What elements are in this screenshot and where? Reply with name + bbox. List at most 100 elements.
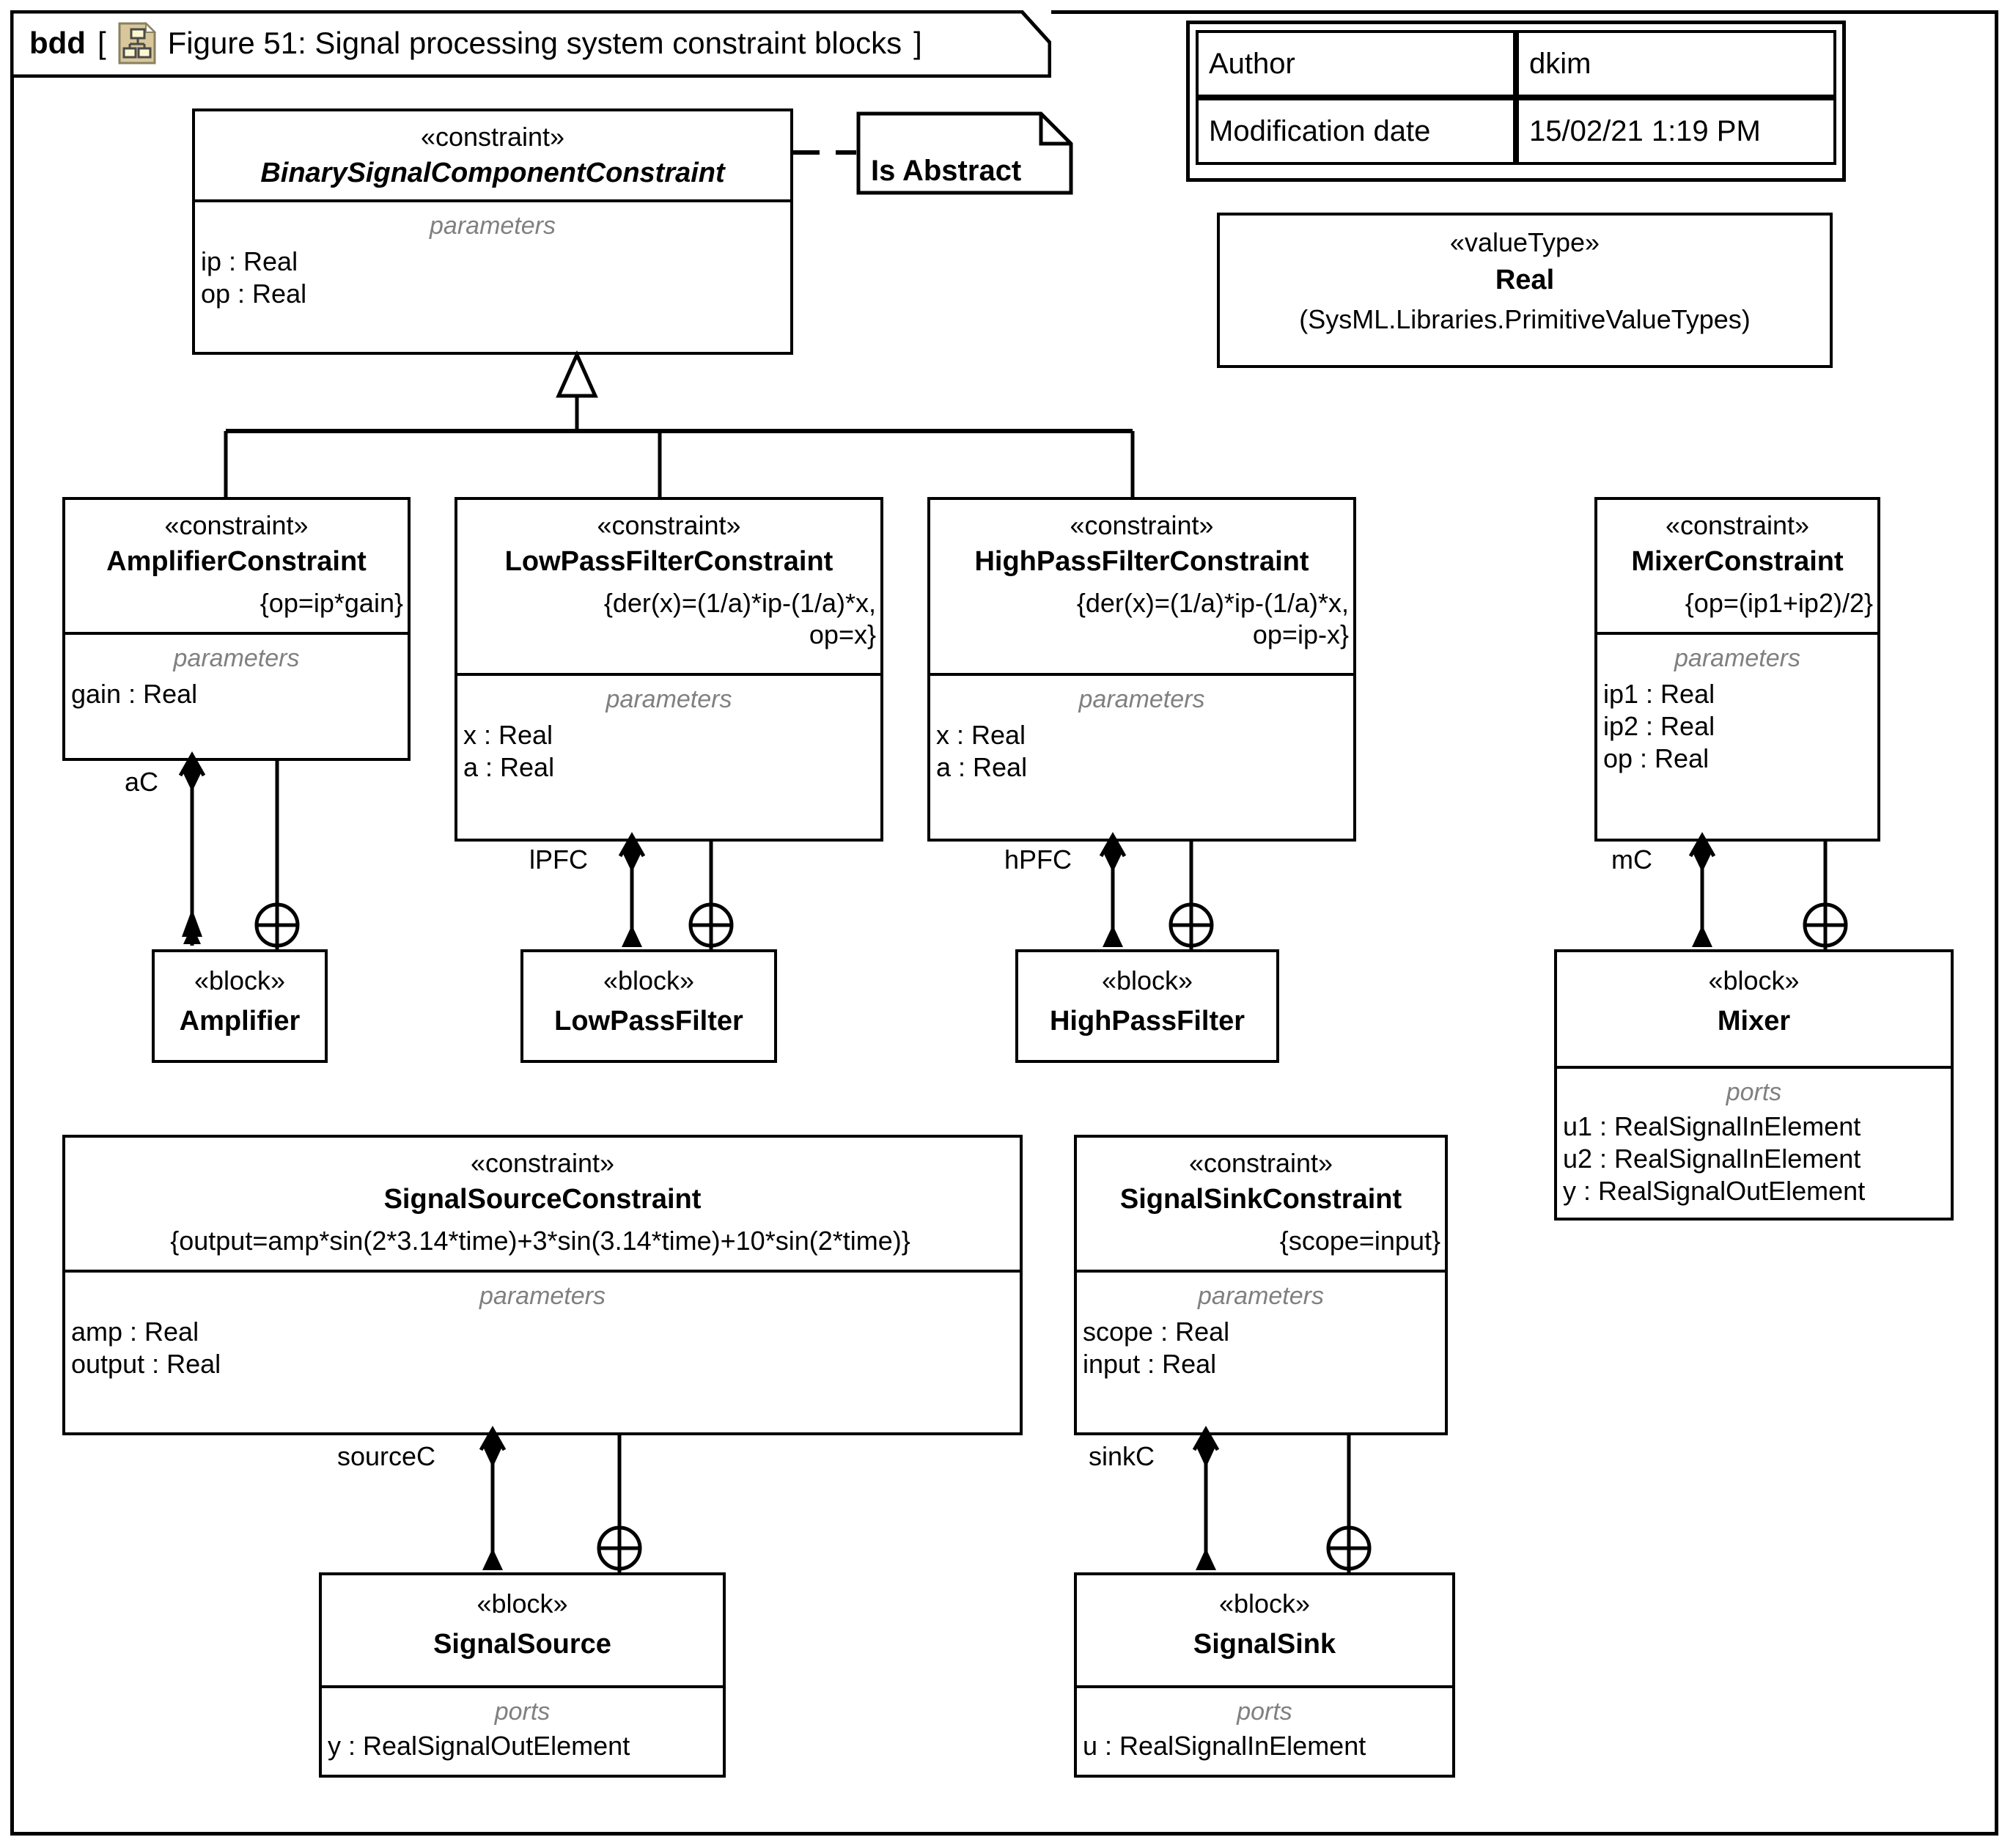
lpf-constraint-name-compartment: «constraint» LowPassFilterConstraint {de… (457, 500, 880, 673)
amplifier-block-box[interactable]: «block» Amplifier (152, 949, 328, 1063)
mixer-block-stereotype: «block» (1708, 965, 1800, 995)
amplifier-constraint-expression: {op=ip*gain} (260, 588, 403, 619)
amplifier-constraint-box[interactable]: «constraint» AmplifierConstraint {op=ip*… (62, 497, 411, 761)
is-abstract-note[interactable]: Is Abstract (856, 111, 1073, 195)
amplifier-constraint-name: AmplifierConstraint (106, 546, 367, 578)
modification-date-label: Modification date (1196, 97, 1516, 165)
port-y: y : RealSignalOutElement (328, 1730, 630, 1761)
edge-label-lPFC: lPFC (529, 844, 588, 875)
feature-scope: scope : Real (1083, 1316, 1230, 1347)
mixer-constraint-name-compartment: «constraint» MixerConstraint {op=(ip1+ip… (1597, 500, 1877, 632)
mixer-constraint-name: MixerConstraint (1631, 546, 1844, 578)
section-label-parameters: parameters (430, 212, 556, 240)
edge-label-sinkC: sinkC (1089, 1441, 1155, 1471)
table-row: Author dkim (1196, 30, 1836, 97)
feature-gain: gain : Real (71, 678, 198, 709)
amplifier-block-stereotype: «block» (194, 965, 286, 995)
high-pass-filter-block-box[interactable]: «block» HighPassFilter (1015, 949, 1279, 1063)
section-label-parameters: parameters (606, 685, 732, 713)
mixer-constraint-stereotype: «constraint» (1665, 510, 1810, 540)
port-u2: u2 : RealSignalInElement (1563, 1143, 1861, 1174)
signal-sink-block-box[interactable]: «block» SignalSink ports u : RealSignalI… (1074, 1572, 1455, 1778)
modification-date-value: 15/02/21 1:19 PM (1516, 97, 1836, 165)
binary-signal-component-constraint-box[interactable]: «constraint» BinarySignalComponentConstr… (192, 108, 793, 355)
amplifier-constraint-stereotype: «constraint» (164, 510, 309, 540)
diagram-kind-label: bdd (29, 26, 86, 60)
diagram-title: Figure 51: Signal processing system cons… (167, 26, 902, 60)
mixer-constraint-expression: {op=(ip1+ip2)/2} (1685, 588, 1873, 619)
signal-source-block-box[interactable]: «block» SignalSource ports y : RealSigna… (319, 1572, 726, 1778)
signal-sink-constraint-box[interactable]: «constraint» SignalSinkConstraint {scope… (1074, 1135, 1448, 1435)
mixer-constraint-parameters-compartment: parameters ip1 : Real ip2 : Real op : Re… (1597, 632, 1877, 842)
binary-constraint-name: BinarySignalComponentConstraint (260, 158, 725, 189)
note-shape (856, 111, 1073, 195)
high-pass-filter-constraint-box[interactable]: «constraint» HighPassFilterConstraint {d… (927, 497, 1356, 842)
sk-block-name: SignalSink (1193, 1629, 1336, 1660)
value-type-name: Real (1495, 265, 1555, 296)
low-pass-filter-constraint-box[interactable]: «constraint» LowPassFilterConstraint {de… (455, 497, 883, 842)
section-label-parameters: parameters (173, 644, 300, 672)
section-label-parameters: parameters (479, 1282, 606, 1310)
section-label-parameters: parameters (1674, 644, 1800, 672)
ss-block-name-compartment: «block» SignalSource (322, 1575, 723, 1685)
mixer-block-box[interactable]: «block» Mixer ports u1 : RealSignalInEle… (1554, 949, 1954, 1221)
feature-op: op : Real (1603, 743, 1710, 773)
section-label-parameters: parameters (1078, 685, 1205, 713)
section-label-ports: ports (1237, 1698, 1292, 1726)
section-label-ports: ports (494, 1698, 551, 1726)
lpf-constraint-name: LowPassFilterConstraint (504, 546, 833, 578)
edge-label-mC: mC (1611, 844, 1652, 875)
feature-x: x : Real (936, 719, 1026, 750)
feature-ip: ip : Real (201, 246, 298, 276)
ssc-expression: {output=amp*sin(2*3.14*time)+3*sin(3.14*… (170, 1226, 910, 1256)
signal-source-constraint-box[interactable]: «constraint» SignalSourceConstraint {out… (62, 1135, 1023, 1435)
ssk-name: SignalSinkConstraint (1119, 1184, 1402, 1215)
header-tab-shape (10, 10, 1051, 78)
mixer-constraint-box[interactable]: «constraint» MixerConstraint {op=(ip1+ip… (1594, 497, 1880, 842)
block-definition-diagram-icon (118, 22, 156, 65)
diagram-header-tab: bdd [ Figure 51: Signal processing syste… (10, 10, 1051, 78)
hpf-constraint-name-compartment: «constraint» HighPassFilterConstraint {d… (930, 500, 1353, 673)
hpf-constraint-expression: {der(x)=(1/a)*ip-(1/a)*x, op=ip-x} (1076, 588, 1349, 650)
mixer-block-name-compartment: «block» Mixer (1557, 952, 1951, 1066)
amplifier-constraint-name-compartment: «constraint» AmplifierConstraint {op=ip*… (65, 500, 408, 632)
value-type-real-box[interactable]: «valueType» Real (SysML.Libraries.Primit… (1217, 213, 1833, 368)
sk-ports-compartment: ports u : RealSignalInElement (1077, 1685, 1452, 1778)
low-pass-filter-block-box[interactable]: «block» LowPassFilter (520, 949, 777, 1063)
mixer-ports-compartment: ports u1 : RealSignalInElement u2 : Real… (1557, 1066, 1951, 1221)
binary-constraint-name-compartment: «constraint» BinarySignalComponentConstr… (195, 111, 790, 199)
author-label: Author (1196, 30, 1516, 97)
ssc-parameters-compartment: parameters amp : Real output : Real (65, 1270, 1020, 1435)
ssc-name: SignalSourceConstraint (383, 1184, 702, 1215)
hpf-constraint-parameters-compartment: parameters x : Real a : Real (930, 673, 1353, 842)
lpf-constraint-expression: {der(x)=(1/a)*ip-(1/a)*x, op=x} (603, 588, 876, 650)
ss-ports-compartment: ports y : RealSignalOutElement (322, 1685, 723, 1778)
diagram-info-table: Author dkim Modification date 15/02/21 1… (1186, 21, 1846, 182)
feature-amp: amp : Real (71, 1316, 199, 1347)
amplifier-constraint-parameters-compartment: parameters gain : Real (65, 632, 408, 761)
lpf-constraint-stereotype: «constraint» (597, 510, 741, 540)
value-type-qualifier: (SysML.Libraries.PrimitiveValueTypes) (1299, 304, 1751, 335)
feature-a: a : Real (936, 751, 1028, 782)
hpf-constraint-stereotype: «constraint» (1070, 510, 1214, 540)
feature-output: output : Real (71, 1348, 221, 1379)
hpf-block-name: HighPassFilter (1049, 1006, 1245, 1037)
edge-label-sourceC: sourceC (337, 1441, 436, 1471)
table-row: Modification date 15/02/21 1:19 PM (1196, 97, 1836, 165)
ssc-stereotype: «constraint» (470, 1148, 615, 1178)
ssk-name-compartment: «constraint» SignalSinkConstraint {scope… (1077, 1138, 1445, 1270)
feature-a: a : Real (463, 751, 555, 782)
mixer-block-name: Mixer (1717, 1006, 1791, 1037)
note-text: Is Abstract (871, 155, 1022, 187)
bracket-open: [ (97, 26, 106, 60)
port-u: u : RealSignalInElement (1083, 1730, 1366, 1761)
value-type-stereotype: «valueType» (1449, 227, 1600, 257)
port-u1: u1 : RealSignalInElement (1563, 1111, 1861, 1141)
edge-label-aC: aC (125, 767, 159, 797)
feature-ip1: ip1 : Real (1603, 678, 1715, 709)
ssk-stereotype: «constraint» (1188, 1148, 1333, 1178)
sk-block-name-compartment: «block» SignalSink (1077, 1575, 1452, 1685)
lpf-block-stereotype: «block» (603, 965, 695, 995)
hpf-block-stereotype: «block» (1101, 965, 1193, 995)
